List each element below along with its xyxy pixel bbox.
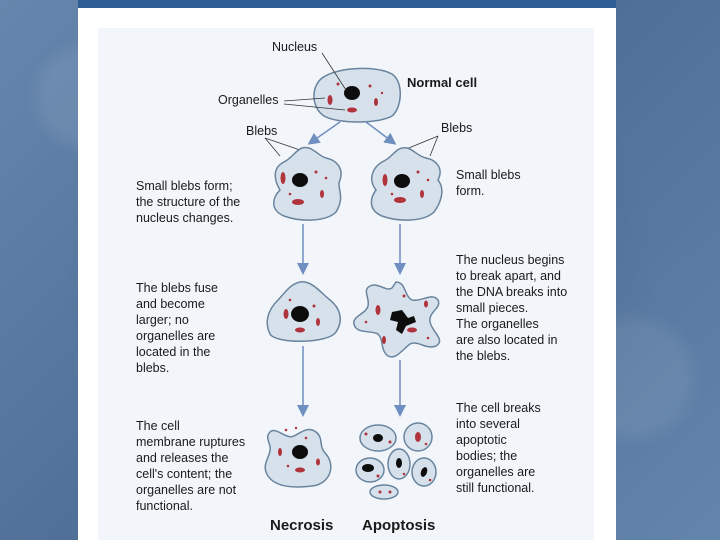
organelle xyxy=(328,95,333,105)
apoptosis-step1-text: Small blebs form. xyxy=(456,168,524,198)
apoptosis-step3-text: The cell breaks into several apoptotic b… xyxy=(456,401,544,495)
necrosis-step2-text: The blebs fuse and become larger; no org… xyxy=(136,281,221,375)
necrosis-cell-stage1 xyxy=(274,147,341,220)
organelle xyxy=(347,108,357,113)
necrosis-cell-stage2 xyxy=(267,282,340,341)
blebs-label-left: Blebs xyxy=(246,124,277,138)
nucleus-label: Nucleus xyxy=(272,40,317,54)
apoptotic-body xyxy=(370,485,398,499)
blebs-label-right: Blebs xyxy=(441,121,472,135)
apoptotic-bodies xyxy=(356,423,436,499)
organelles-label: Organelles xyxy=(218,93,278,107)
normal-cell xyxy=(314,68,400,122)
apoptosis-title: Apoptosis xyxy=(362,517,435,534)
arrow-to-apoptosis xyxy=(366,122,394,143)
apoptosis-cell-stage1 xyxy=(371,148,441,220)
necrosis-cell-ruptured xyxy=(265,427,331,487)
normal-cell-label: Normal cell xyxy=(407,75,477,90)
nucleus xyxy=(344,86,360,100)
necrosis-title: Necrosis xyxy=(270,517,333,534)
organelle xyxy=(374,98,378,106)
necrosis-step3-text: The cell membrane ruptures and releases … xyxy=(136,419,249,513)
apoptosis-cell-stage2 xyxy=(354,282,440,357)
arrow-to-necrosis xyxy=(310,122,340,143)
apoptosis-step2-text: The nucleus begins to break apart, and t… xyxy=(456,253,571,363)
necrosis-step1-text: Small blebs form; the structure of the n… xyxy=(136,179,244,225)
